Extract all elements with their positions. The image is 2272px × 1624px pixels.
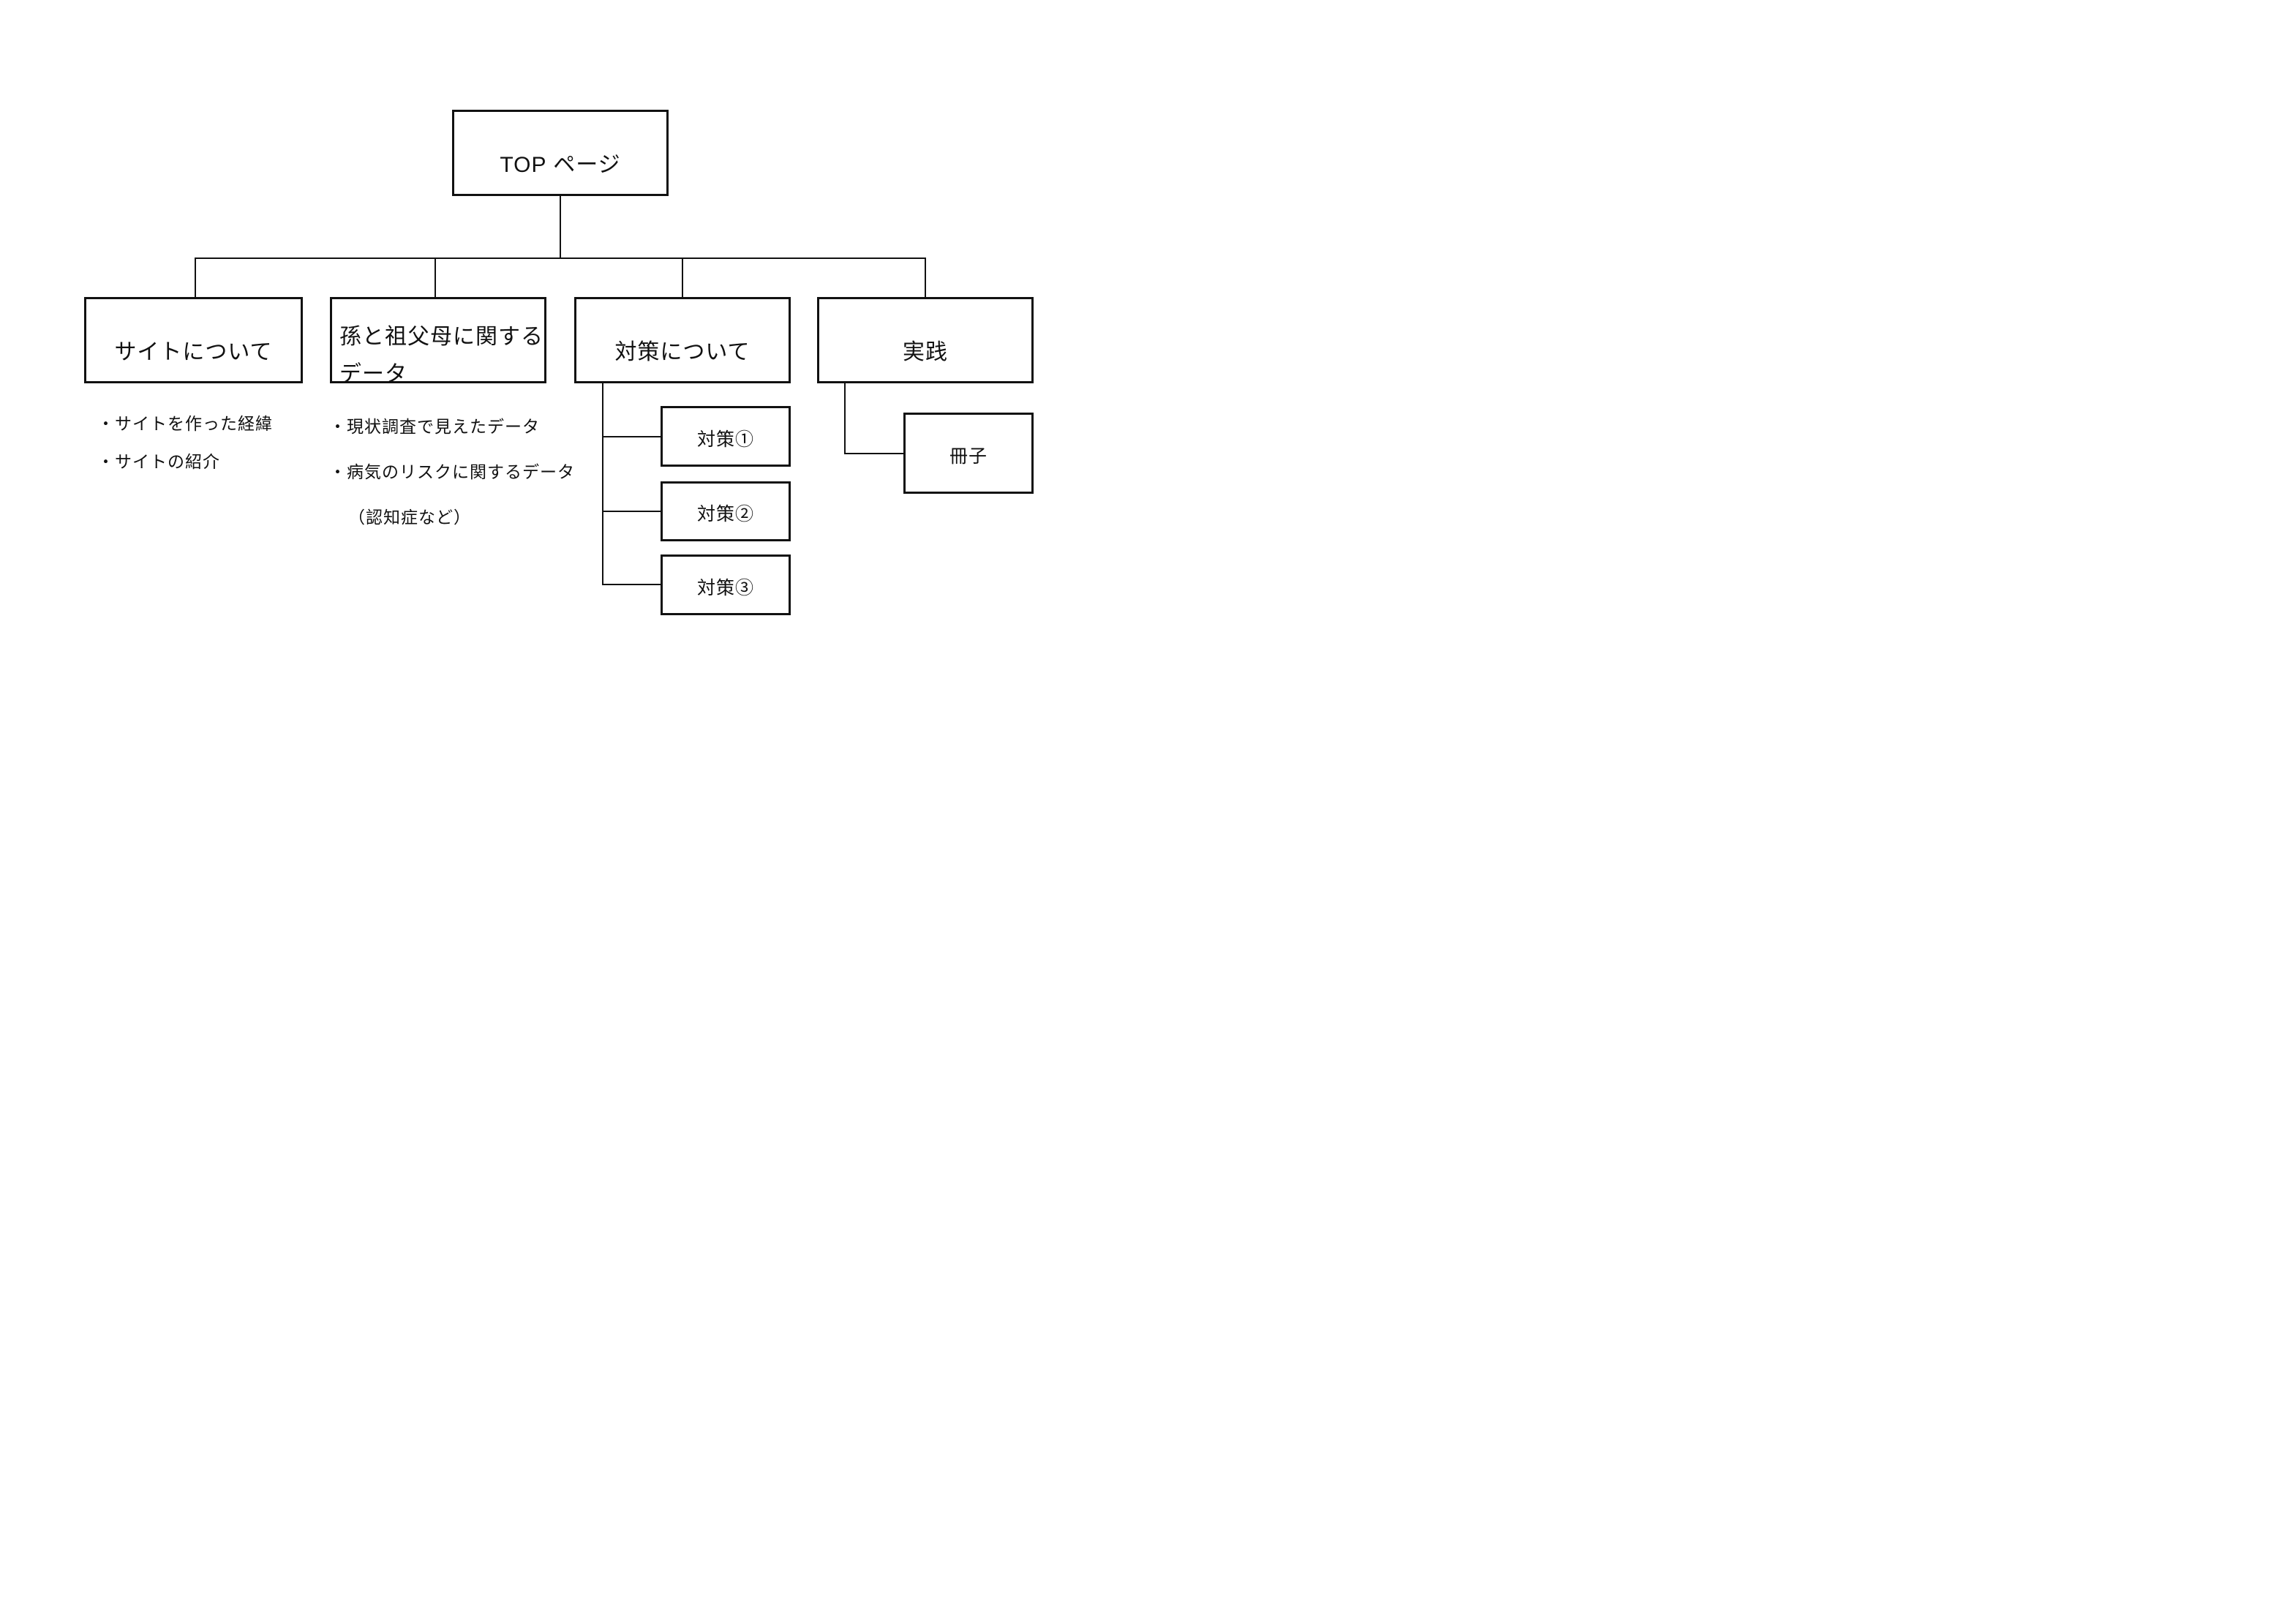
connector-measures-spine bbox=[602, 383, 603, 585]
node-measure-1-label: 対策① bbox=[696, 429, 754, 450]
connector-root-trunk bbox=[560, 195, 561, 258]
connector-distribution-line bbox=[195, 257, 926, 259]
notes-grandparents-data: ・現状調査で見えたデータ ・病気のリスクに関するデータ （認知症など） bbox=[329, 404, 575, 540]
note-about-site-1: ・サイトを作った経緯 bbox=[97, 414, 273, 433]
connector-branch-measure3 bbox=[602, 584, 661, 585]
node-measure-2: 対策② bbox=[661, 481, 791, 541]
note-about-site-2: ・サイトの紹介 bbox=[97, 452, 220, 471]
node-measures: 対策について bbox=[574, 297, 791, 383]
notes-about-site: ・サイトを作った経緯 ・サイトの紹介 bbox=[97, 405, 273, 481]
connector-drop-grandparents-data bbox=[435, 257, 436, 298]
node-grandparents-data-label-line2: データ bbox=[339, 362, 407, 386]
connector-branch-booklet bbox=[844, 453, 904, 454]
sitemap-diagram: TOP ページ サイトについて 孫と祖父母に関する データ 対策について 実践 … bbox=[0, 0, 1136, 812]
node-practice-label: 実践 bbox=[903, 340, 948, 364]
node-top-page: TOP ページ bbox=[452, 110, 669, 196]
node-practice: 実践 bbox=[817, 297, 1034, 383]
node-measure-3: 対策③ bbox=[661, 555, 791, 615]
connector-branch-measure1 bbox=[602, 436, 661, 437]
note-grandparents-data-3: （認知症など） bbox=[348, 508, 471, 527]
connector-drop-measures bbox=[682, 257, 683, 298]
node-top-page-label: TOP ページ bbox=[500, 153, 621, 177]
node-grandparents-data-label-line1: 孫と祖父母に関する bbox=[339, 325, 543, 349]
node-booklet-label: 冊子 bbox=[949, 446, 988, 467]
connector-drop-practice bbox=[925, 257, 926, 298]
note-grandparents-data-1: ・現状調査で見えたデータ bbox=[329, 417, 540, 436]
connector-branch-measure2 bbox=[602, 511, 661, 512]
connector-practice-spine bbox=[844, 383, 846, 454]
note-grandparents-data-2: ・病気のリスクに関するデータ bbox=[329, 462, 575, 481]
node-measure-2-label: 対策② bbox=[696, 504, 754, 525]
node-measure-3-label: 対策③ bbox=[696, 577, 754, 598]
node-about-site: サイトについて bbox=[84, 297, 303, 383]
connector-drop-about-site bbox=[195, 257, 196, 298]
node-grandparents-data: 孫と祖父母に関する データ bbox=[330, 297, 546, 386]
node-measure-1: 対策① bbox=[661, 406, 791, 467]
node-about-site-label: サイトについて bbox=[114, 340, 273, 364]
node-booklet: 冊子 bbox=[903, 413, 1034, 494]
node-measures-label: 対策について bbox=[614, 340, 751, 364]
